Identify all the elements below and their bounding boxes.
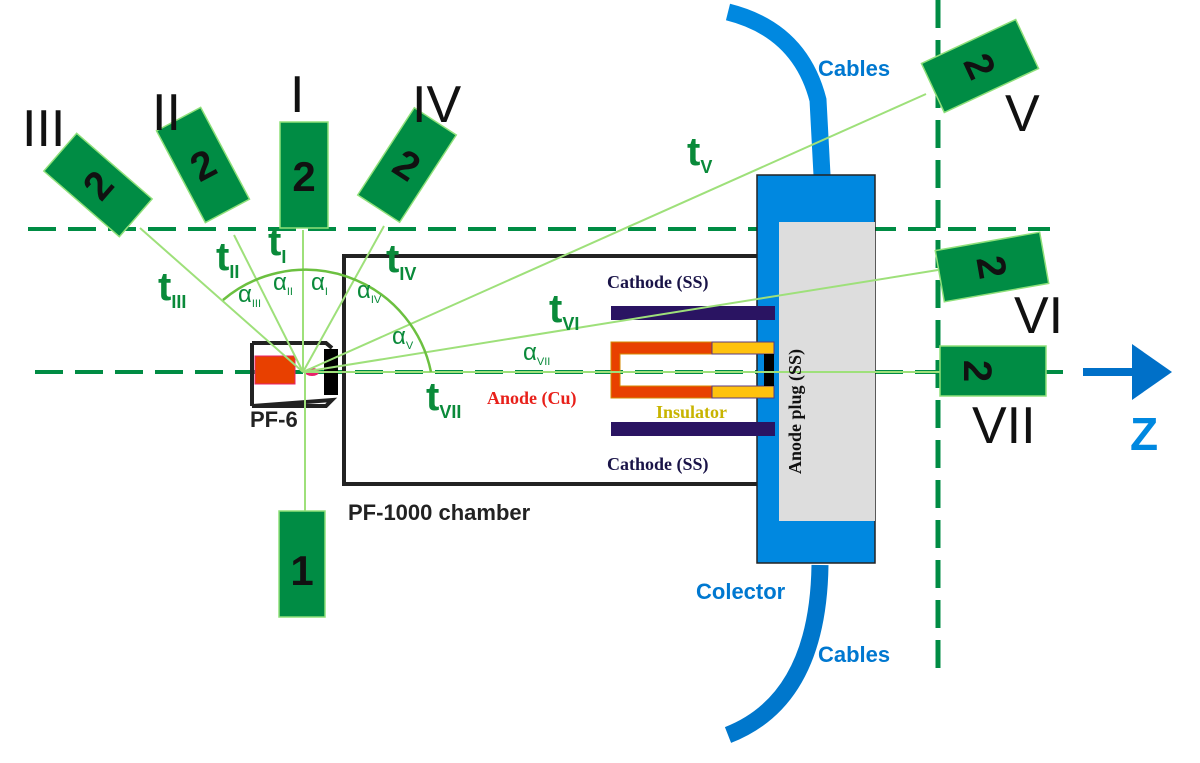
detector-III[interactable]: 2 bbox=[42, 132, 154, 238]
label-cathode-top: Cathode (SS) bbox=[607, 272, 709, 293]
label-cables-bottom: Cables bbox=[818, 642, 890, 667]
label-cables-top: Cables bbox=[818, 56, 890, 81]
ray-III bbox=[139, 227, 304, 373]
detector-VII-number: 2 bbox=[955, 360, 999, 382]
ray-VI bbox=[302, 269, 939, 373]
cathode-bottom-bar bbox=[611, 422, 775, 436]
label-alpha-I: αI bbox=[311, 269, 328, 298]
label-cathode-bottom: Cathode (SS) bbox=[607, 454, 709, 475]
angle-arc bbox=[222, 268, 433, 373]
rays bbox=[139, 93, 940, 512]
pf6-red-block bbox=[254, 355, 296, 385]
detector-VI[interactable]: 2 bbox=[934, 231, 1050, 303]
z-axis-arrow bbox=[1083, 344, 1172, 400]
detector-VII[interactable]: 2 bbox=[939, 345, 1047, 397]
label-anode: Anode (Cu) bbox=[487, 388, 577, 409]
label-alpha-VII: αVII bbox=[523, 339, 550, 368]
detector-I-number: 2 bbox=[292, 153, 315, 200]
detector-reference[interactable]: 1 bbox=[278, 510, 326, 618]
detector-II[interactable]: 2 bbox=[155, 106, 251, 224]
label-t-I: tI bbox=[268, 220, 286, 267]
label-VI: VI bbox=[1014, 287, 1063, 345]
label-t-III: tIII bbox=[158, 265, 186, 312]
ray-V bbox=[302, 93, 927, 373]
label-VII: VII bbox=[972, 397, 1036, 455]
label-I: I bbox=[290, 66, 304, 124]
label-t-V: tV bbox=[687, 130, 712, 177]
label-alpha-IV: αIV bbox=[357, 277, 382, 306]
detector-IV[interactable]: 2 bbox=[356, 106, 458, 224]
label-pf6: PF-6 bbox=[250, 407, 298, 432]
detector-V[interactable]: 2 bbox=[920, 18, 1040, 114]
label-z-axis: Z bbox=[1130, 408, 1158, 460]
label-V: V bbox=[1005, 85, 1040, 143]
cable-bottom bbox=[724, 564, 829, 743]
label-II: II bbox=[152, 84, 181, 142]
label-alpha-II: αII bbox=[273, 269, 293, 298]
detector-reference-number: 1 bbox=[290, 547, 313, 594]
label-insulator: Insulator bbox=[656, 402, 727, 422]
pf6-device bbox=[251, 341, 338, 408]
label-anode-plug: Anode plug (SS) bbox=[785, 349, 806, 474]
label-t-II: tII bbox=[216, 235, 239, 282]
insulator-bottom bbox=[711, 385, 775, 399]
label-alpha-III: αIII bbox=[238, 281, 261, 310]
label-alpha-V: αV bbox=[392, 323, 414, 352]
label-t-VII: tVII bbox=[426, 375, 461, 422]
cable-top bbox=[725, 3, 831, 176]
label-IV: IV bbox=[412, 76, 461, 134]
ray-IV bbox=[302, 225, 385, 373]
insulator-top bbox=[711, 341, 775, 355]
label-t-IV: tIV bbox=[386, 237, 416, 284]
detector-I[interactable]: 2 bbox=[279, 121, 329, 229]
anode-back-plate bbox=[764, 354, 774, 386]
label-collector: Colector bbox=[696, 579, 786, 604]
ray-II bbox=[233, 234, 304, 373]
label-t-VI: tVI bbox=[549, 287, 579, 334]
label-chamber: PF-1000 chamber bbox=[348, 500, 531, 525]
label-III: III bbox=[22, 100, 65, 158]
